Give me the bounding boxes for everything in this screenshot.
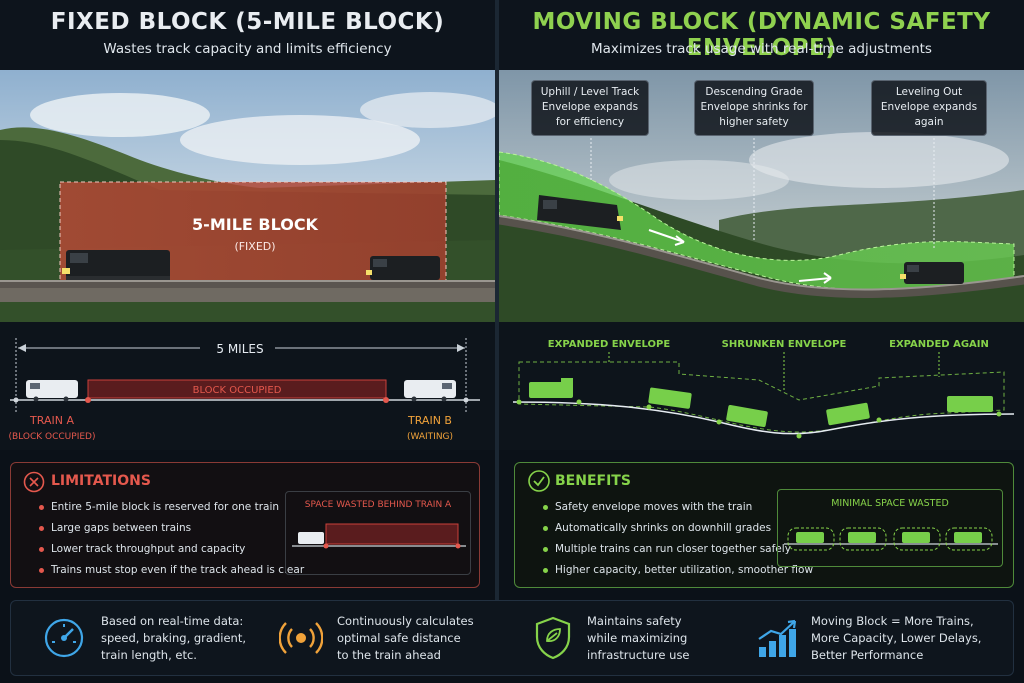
moving-block-title: MOVING BLOCK (DYNAMIC SAFETY ENVELOPE) [532,9,991,61]
footer-item-realtime: Based on real-time data: speed, braking,… [101,613,246,664]
fixed-block-diagram-svg: 5 MILES BLOCK OCCUPIED TRAIN A (BLOCK OC… [9,338,480,442]
distance-label: 5 MILES [216,342,263,356]
train-a-label: TRAIN A [29,414,74,427]
photo-block-sublabel: (FIXED) [234,240,275,253]
locomotive-b-icon [366,256,440,280]
callout-leveling-line3: again [914,116,944,128]
fixed-block-subtitle: Wastes track capacity and limits efficie… [103,41,392,57]
footer-item-calculates-line: to the train ahead [337,648,441,662]
fixed-block-scene: 5-MILE BLOCK (FIXED) [0,70,495,322]
limitation-item: Trains must stop even if the track ahead… [39,560,304,581]
footer-item-safety-line: infrastructure use [587,648,690,662]
panel-divider [495,0,499,600]
fixed-block-scene-illustration: 5-MILE BLOCK (FIXED) [0,70,495,322]
train-b-sublabel: (WAITING) [407,432,453,442]
diagram-train-1-icon [529,378,573,398]
fixed-block-diagram: 5 MILES BLOCK OCCUPIED TRAIN A (BLOCK OC… [0,322,495,450]
shield-icon [535,616,571,660]
moving-block-diagram: EXPANDED ENVELOPE SHRUNKEN ENVELOPE EXPA… [499,322,1024,450]
callout-descending-line3: higher safety [719,116,789,128]
label-expanded-envelope: EXPANDED ENVELOPE [548,339,671,350]
limitation-item: Lower track throughput and capacity [39,539,304,560]
locomotive-leading-icon [537,195,623,230]
footer-item-calculates-line: optimal safe distance [337,631,461,645]
locomotive-following-icon [900,262,964,284]
benefits-heading: BENEFITS [555,473,631,489]
footer-item-summary-line: More Capacity, Lower Delays, [811,631,982,645]
footer-item-safety: Maintains safety while maximizing infras… [587,613,690,664]
label-shrunken-envelope: SHRUNKEN ENVELOPE [722,339,847,350]
callout-descending-line2: Envelope shrinks for [700,101,808,113]
benefits-panel: BENEFITS Safety envelope moves with the … [514,462,1014,588]
wasted-space-label: SPACE WASTED BEHIND TRAIN A [304,500,452,510]
footer-item-calculates: Continuously calculates optimal safe dis… [337,613,474,664]
moving-block-scene: Uphill / Level Track Envelope expands fo… [499,70,1024,322]
moving-block-header: MOVING BLOCK (DYNAMIC SAFETY ENVELOPE) M… [499,0,1024,70]
moving-block-scene-illustration [499,70,1024,322]
minimal-space-inset: MINIMAL SPACE WASTED [777,489,1003,567]
benefit-item: Higher capacity, better utilization, smo… [543,560,813,581]
benefit-item: Automatically shrinks on downhill grades [543,518,813,539]
benefit-item: Safety envelope moves with the train [543,497,813,518]
safety-envelope [499,151,1015,291]
x-circle-icon [23,471,45,493]
callout-descending-title: Descending Grade [705,86,803,98]
locomotive-a-icon [62,250,170,280]
diagram-train-2-icon [648,387,692,409]
moving-block-subtitle: Maximizes track usage with real-time adj… [591,41,932,57]
footer-item-safety-line: Maintains safety [587,614,682,628]
block-occupied-label: BLOCK OCCUPIED [193,385,282,396]
train-b-label: TRAIN B [407,414,452,427]
callout-leveling-title: Leveling Out [895,86,963,98]
diagram-train-4-icon [826,402,870,426]
minimal-space-label: MINIMAL SPACE WASTED [831,498,949,509]
footer-item-calculates-line: Continuously calculates [337,614,474,628]
limitations-heading: LIMITATIONS [51,473,151,489]
benefits-list: Safety envelope moves with the train Aut… [543,497,813,581]
diagram-train-3-icon [726,404,768,428]
callout-uphill-title: Uphill / Level Track [540,86,640,98]
check-circle-icon [528,470,550,492]
fixed-block-header: FIXED BLOCK (5-MILE BLOCK) Wastes track … [0,0,495,70]
fixed-block-title: FIXED BLOCK (5-MILE BLOCK) [50,9,445,35]
footer-strip: Based on real-time data: speed, braking,… [10,600,1014,676]
speedometer-icon [44,618,84,658]
limitations-panel: LIMITATIONS Entire 5-mile block is reser… [10,462,480,588]
train-a-icon [26,380,78,402]
callout-uphill: Uphill / Level Track Envelope expands fo… [531,80,649,136]
callout-uphill-line2: Envelope expands [541,101,639,113]
footer-item-realtime-line: speed, braking, gradient, [101,631,246,645]
footer-item-realtime-line: train length, etc. [101,648,197,662]
callout-leveling: Leveling Out Envelope expands again [871,80,987,136]
callout-uphill-line3: for efficiency [555,116,625,128]
photo-block-label: 5-MILE BLOCK [192,215,319,234]
diagram-train-5-icon [947,396,993,412]
limitations-list: Entire 5-mile block is reserved for one … [39,497,304,581]
wasted-space-inset: SPACE WASTED BEHIND TRAIN A [285,491,471,575]
signal-icon [279,622,323,654]
limitation-item: Entire 5-mile block is reserved for one … [39,497,304,518]
train-a-sublabel: (BLOCK OCCUPIED) [9,432,96,442]
footer-item-summary-line: Better Performance [811,648,924,662]
limitation-item: Large gaps between trains [39,518,304,539]
moving-block-diagram-svg: EXPANDED ENVELOPE SHRUNKEN ENVELOPE EXPA… [512,339,1015,439]
footer-item-safety-line: while maximizing [587,631,688,645]
growth-chart-icon [758,619,797,657]
label-expanded-again: EXPANDED AGAIN [889,339,989,350]
callout-leveling-line2: Envelope expands [880,101,978,113]
footer-item-summary: Moving Block = More Trains, More Capacit… [811,613,981,664]
minimal-space-graphic [784,527,998,551]
footer-item-summary-line: Moving Block = More Trains, [811,614,974,628]
benefit-item: Multiple trains can run closer together … [543,539,813,560]
train-b-icon [404,380,456,402]
wasted-space-graphic [292,523,466,549]
callout-descending: Descending Grade Envelope shrinks for hi… [694,80,814,136]
footer-item-realtime-line: Based on real-time data: [101,614,244,628]
